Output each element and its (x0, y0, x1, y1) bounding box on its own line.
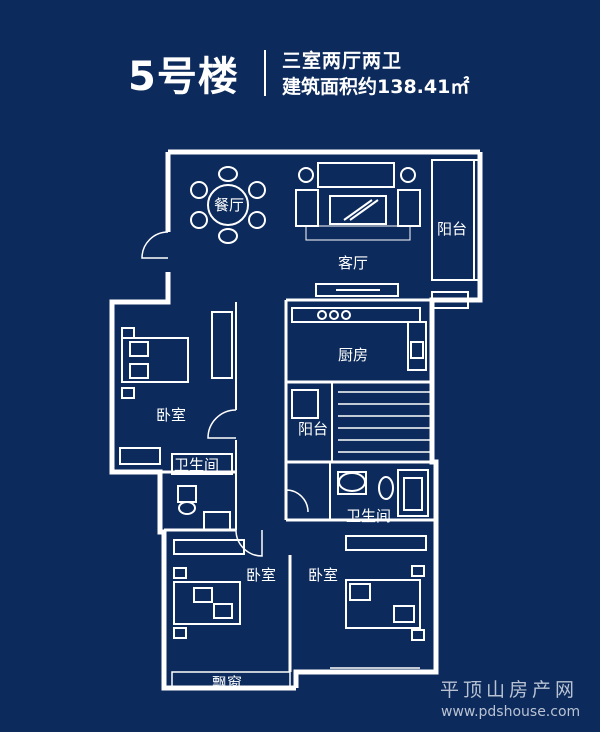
label-kitchen: 厨房 (338, 346, 368, 364)
wardrobe-se (345, 535, 427, 551)
tv-cabinet (315, 283, 399, 297)
label-bath-east: 卫生间 (346, 507, 391, 525)
bed-west-icon (121, 327, 189, 399)
toilet-west (177, 485, 197, 503)
bed-sw-icon (173, 567, 241, 639)
bay-window-sill (171, 671, 291, 689)
kitchen-counter-icon (291, 307, 427, 371)
toilet-east (378, 476, 394, 500)
label-balcony-center: 阳台 (298, 420, 328, 438)
watermark-site-name: 平顶山房产网 (440, 679, 579, 701)
bathtub-east (397, 469, 429, 517)
label-balcony-east: 阳台 (437, 220, 467, 238)
label-dining: 餐厅 (214, 196, 244, 214)
sink-west (203, 511, 231, 531)
building-number: 5号楼 (128, 54, 239, 100)
label-living: 客厅 (338, 254, 368, 272)
bed-se-icon (345, 565, 425, 641)
layout-type: 三室两厅两卫 (282, 50, 403, 72)
floor-area: 建筑面积约138.41㎡ (282, 76, 470, 98)
label-bath-west: 卫生间 (174, 456, 219, 474)
wardrobe-sw (173, 539, 245, 555)
balcony-hatch (338, 391, 432, 453)
label-bay-window: 飘窗 (212, 674, 242, 692)
entry-door (141, 231, 169, 259)
label-bedroom-se: 卧室 (308, 566, 338, 584)
header: 5号楼 三室两厅两卫 建筑面积约138.41㎡ (0, 0, 600, 110)
sofa-set-icon (295, 162, 421, 241)
wardrobe-west (211, 311, 233, 379)
watermark-url: www.pdshouse.com (441, 704, 581, 720)
balcony-east-outline (431, 159, 481, 281)
header-divider (264, 50, 266, 96)
dining-table-icon (190, 166, 266, 244)
label-bedroom-sw: 卧室 (246, 566, 276, 584)
washer-icon (291, 389, 319, 419)
label-bedroom-west: 卧室 (156, 406, 186, 424)
sink-east (338, 472, 366, 492)
